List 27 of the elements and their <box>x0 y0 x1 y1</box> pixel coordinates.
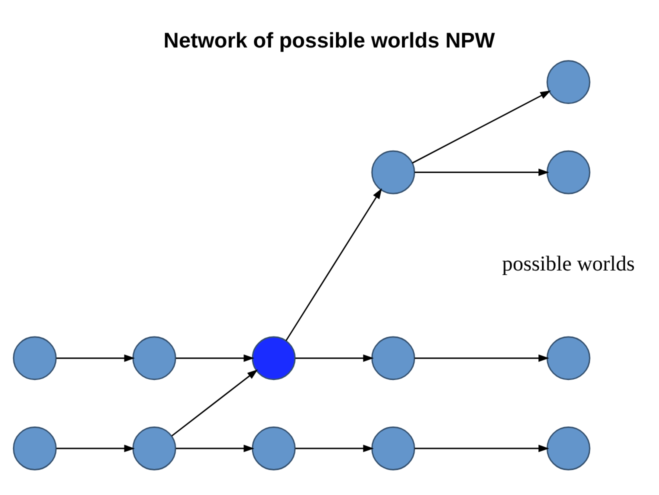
node-circle <box>12 336 57 380</box>
arrow <box>56 354 135 362</box>
node-circle <box>132 426 176 470</box>
arrow <box>412 90 551 164</box>
node-circle <box>252 336 296 380</box>
node-circle <box>546 336 590 380</box>
arrow <box>56 444 135 452</box>
node-circle <box>371 150 416 194</box>
node-circle <box>546 426 590 470</box>
arrow <box>414 168 550 176</box>
diagram-title: Network of possible worlds NPW <box>164 28 495 52</box>
arrow <box>295 354 374 362</box>
node-circle <box>132 336 176 380</box>
arrow <box>414 354 550 362</box>
node-circle <box>546 150 590 194</box>
arrow <box>286 188 382 341</box>
node-circle <box>371 336 416 380</box>
arrow <box>414 444 550 452</box>
node-circle <box>252 426 296 470</box>
arrow <box>295 444 374 452</box>
node-circle <box>371 426 416 470</box>
node-circle <box>546 60 590 104</box>
label: possible worlds <box>502 250 635 275</box>
node-circle <box>12 426 57 470</box>
arrow <box>176 444 254 452</box>
arrow <box>176 354 254 362</box>
arrow <box>171 368 258 436</box>
